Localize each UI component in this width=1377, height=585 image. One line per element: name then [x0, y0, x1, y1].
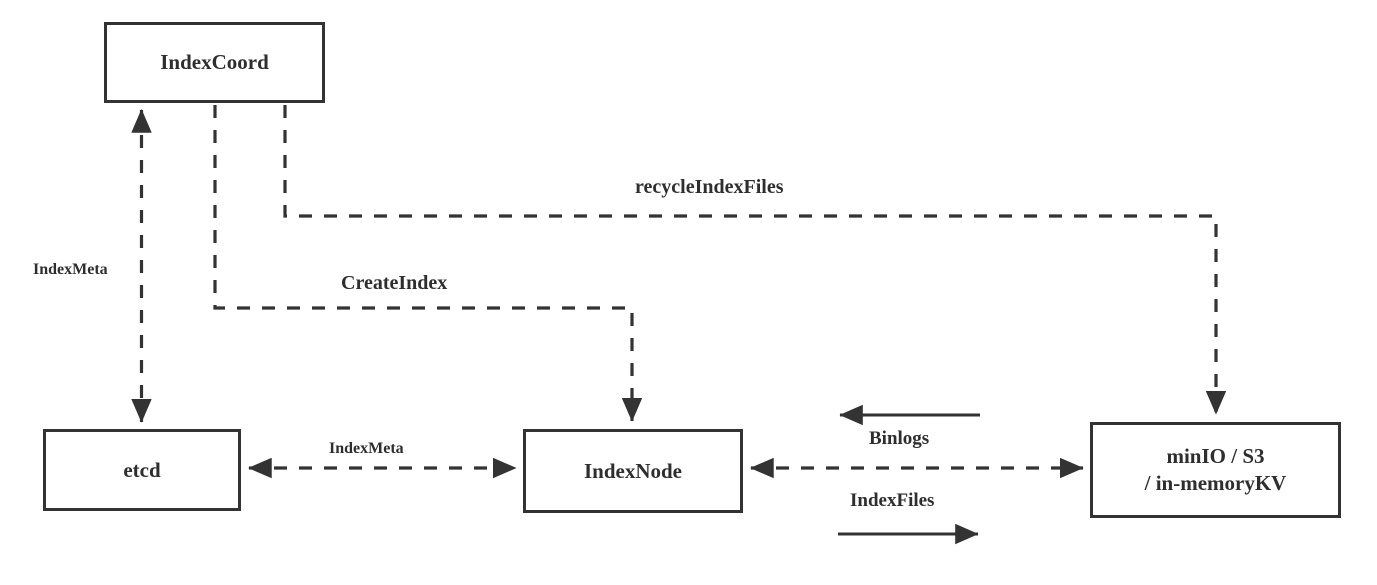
node-indexnode[interactable]: IndexNode	[523, 429, 743, 513]
node-etcd[interactable]: etcd	[43, 429, 241, 511]
edge-label-recycleindexfiles: recycleIndexFiles	[632, 176, 787, 199]
node-indexnode-label: IndexNode	[583, 458, 683, 483]
edge-label-binlogs: Binlogs	[866, 428, 933, 450]
node-indexcoord-label: IndexCoord	[160, 50, 269, 75]
edge-label-createindex: CreateIndex	[338, 272, 451, 295]
node-minio[interactable]: minIO / S3 / in-memoryKV	[1090, 422, 1341, 518]
node-minio-label: minIO / S3 / in-memoryKV	[1144, 444, 1287, 495]
node-etcd-label: etcd	[123, 457, 161, 482]
edge-label-indexmeta-etcd-indexnode: IndexMeta	[326, 440, 407, 458]
edge-label-indexmeta-indexcoord-etcd: IndexMeta	[30, 261, 111, 279]
node-indexcoord[interactable]: IndexCoord	[104, 22, 325, 103]
connector-indexcoord-minio	[283, 105, 1227, 415]
edge-label-indexfiles: IndexFiles	[847, 490, 938, 512]
connector-indexcoord-indexnode	[213, 105, 643, 422]
